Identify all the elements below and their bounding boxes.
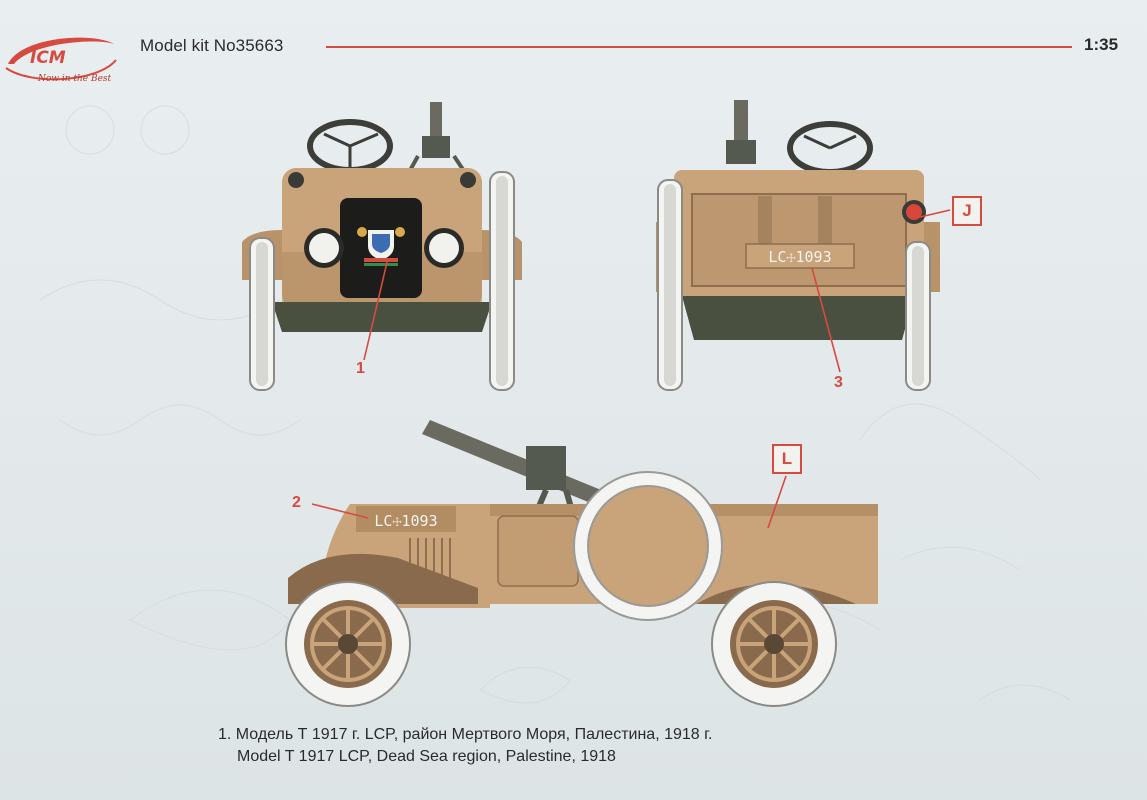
logo-text: ICM [30,48,66,68]
australian-coat-of-arms-icon [357,227,405,266]
header-rule [326,46,1072,48]
front-wheel-icon [285,581,411,707]
machine-gun-icon [726,100,756,164]
kit-title: Model kit No35663 [140,36,284,55]
caption: 1. Модель Т 1917 г. LCP, район Мертвого … [218,724,712,768]
steering-wheel-icon [787,121,873,175]
logo-tagline: Now in the Best [38,74,112,84]
spare-tire-icon [573,471,723,621]
callout-3: 3 [834,374,843,391]
icm-logo: ICM [5,37,117,81]
machine-gun-icon [406,102,468,176]
callout-1: 1 [356,360,365,377]
rear-wheel-icon [711,581,837,707]
callout-l: L [772,444,802,474]
front-view-illustration [242,102,522,391]
rear-view-illustration: LC☩1093 [656,100,940,391]
caption-en: Model T 1917 LCP, Dead Sea region, Pales… [237,748,616,765]
callout-j: J [952,196,982,226]
scale-label: 1:35 [1084,35,1119,54]
caption-ru: 1. Модель Т 1917 г. LCP, район Мертвого … [218,726,713,743]
side-plate-text: LC☩1093 [374,512,437,530]
rear-plate-text: LC☩1093 [768,248,831,266]
steering-wheel-icon [307,119,393,173]
tail-lamp-icon [902,200,926,224]
callout-2: 2 [292,494,301,511]
